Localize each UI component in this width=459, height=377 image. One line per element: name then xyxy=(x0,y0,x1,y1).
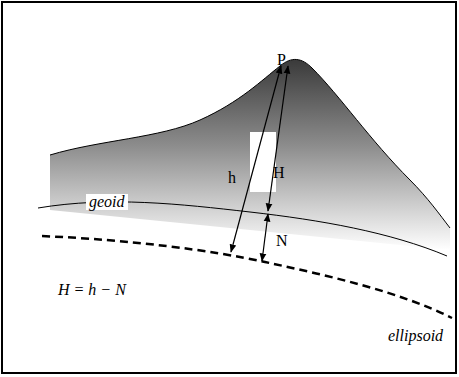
ellipsoid-curve xyxy=(42,236,452,318)
mountain-fill xyxy=(50,59,450,250)
formula: H = h − N xyxy=(58,282,126,298)
H-arrow xyxy=(268,66,288,211)
point-label: P xyxy=(277,52,286,68)
surface-label: geoid xyxy=(86,194,128,210)
N-arrow xyxy=(262,214,268,261)
orthometric-height-label: H xyxy=(273,165,285,181)
ellipsoidal-height-label: h xyxy=(228,170,236,186)
terrain-outline xyxy=(50,59,450,228)
undulation-label: N xyxy=(276,233,288,249)
frame xyxy=(2,2,456,373)
surface-label: ellipsoid xyxy=(385,328,446,344)
h-arrow xyxy=(231,66,281,252)
